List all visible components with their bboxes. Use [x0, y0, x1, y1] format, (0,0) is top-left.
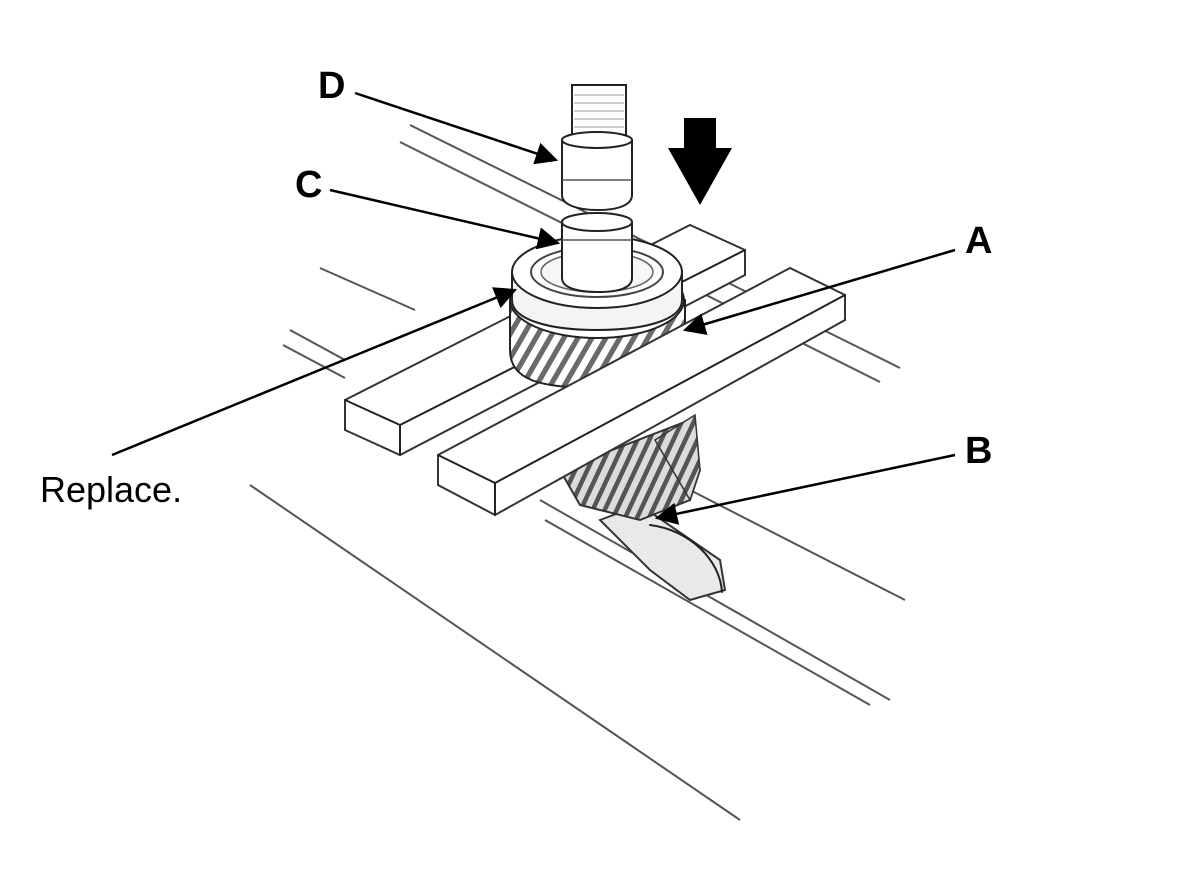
attachment-c [561, 212, 633, 294]
attachment-d [561, 131, 633, 212]
label-c: C [295, 164, 322, 206]
label-d: D [318, 65, 345, 107]
label-b: B [965, 430, 992, 472]
leader-lines [111, 91, 956, 525]
support-plate-front [437, 266, 846, 517]
label-a: A [965, 220, 992, 262]
lower-gear-shaft [558, 413, 727, 602]
label-replace: Replace. [40, 469, 182, 510]
down-arrow-icon [668, 118, 732, 205]
